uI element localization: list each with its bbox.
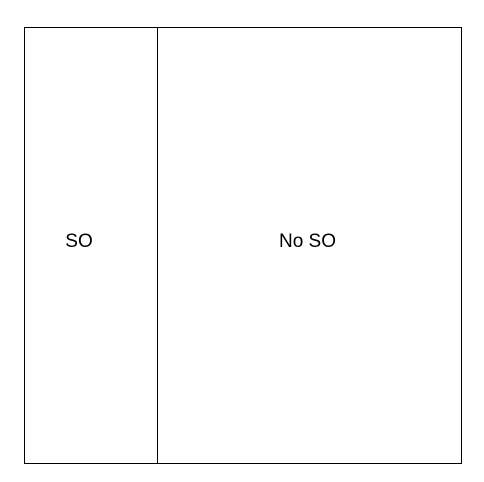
- so-label: SO: [65, 231, 93, 252]
- so-region: SO: [25, 28, 158, 463]
- partition-diagram: SO No SO: [24, 27, 462, 464]
- no-so-region: No SO: [158, 28, 461, 463]
- no-so-label: No SO: [278, 231, 337, 252]
